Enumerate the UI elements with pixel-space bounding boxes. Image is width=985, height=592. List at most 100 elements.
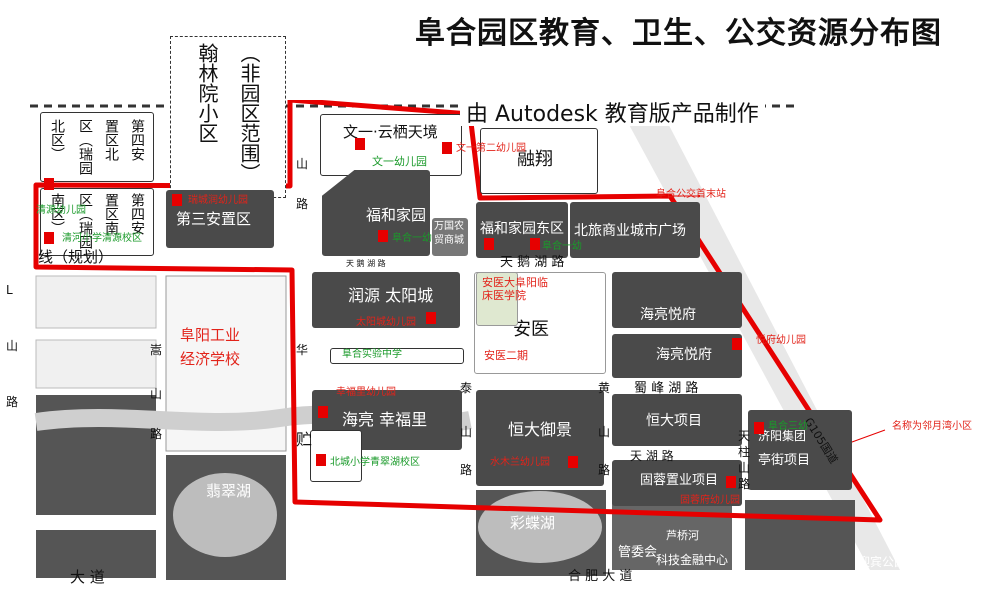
school-marker-jiadi	[754, 422, 764, 434]
hailiang-yuefu1-label: 海亮悦府	[640, 307, 696, 323]
school-label-gurong: 固蓉府幼儿园	[680, 495, 740, 506]
road-huangshan-3: 路	[598, 463, 611, 477]
road-dadao: 大 道	[70, 568, 105, 586]
anzhi-south-c1: 第四安	[129, 193, 145, 235]
school-label-qinghe-kg: 清源幼儿园	[36, 205, 86, 216]
anyi-sub-label: 安医大阜阳临床医学院	[482, 276, 548, 303]
watermark: 由 Autodesk 教育版产品制作	[460, 104, 765, 126]
road-tianhu: 天 湖 路	[630, 449, 674, 463]
hengda-block: 恒大御景	[476, 390, 604, 486]
road-left-l: L	[6, 283, 13, 297]
school-label-fuhe: 阜合一幼	[392, 233, 432, 244]
anyi-sub-block	[476, 272, 518, 326]
school-marker-wenyi2	[442, 142, 452, 154]
rongxiang-label: 融翔	[517, 149, 553, 170]
road-tianzhu-1: 天	[738, 429, 751, 443]
anyi-second-label: 安医二期	[484, 349, 528, 362]
block-yingbin	[745, 500, 855, 570]
road-hefei: 合 肥 大 道	[568, 569, 633, 584]
road-ji: 贮	[296, 430, 313, 449]
third-anzhi-label: 第三安置区	[176, 210, 252, 228]
anyi-label: 安医	[513, 319, 549, 340]
anzhi-north-c2: 置区北	[103, 119, 119, 161]
page-title: 阜合园区教育、卫生、公交资源分布图	[415, 16, 942, 51]
fuhe-block: 福和家园	[322, 170, 430, 256]
tingting-label: 亭街项目	[758, 453, 811, 468]
school-label-yuefu: 悦府幼儿园	[756, 335, 806, 346]
school-label-shuimu: 水木兰幼儿园	[490, 457, 550, 468]
fuhe-label: 福和家园	[366, 206, 427, 224]
fuhe-east-label: 福和家园东区	[480, 221, 564, 237]
beilv-label: 北旅商业城市广场	[574, 223, 686, 239]
road-taishan-1: 泰	[460, 381, 473, 395]
school-marker-runyuan	[172, 194, 182, 206]
hailiang-yuefu2-block: 海亮悦府	[612, 334, 742, 378]
road-songshan-2: 山	[150, 387, 163, 401]
wanguo-l2: 贸商城	[434, 235, 464, 246]
anzhi-north-c1: 第四安	[129, 119, 145, 161]
road-huangshan-2: 山	[598, 425, 611, 439]
wenyi-block: 文一·云栖天境	[320, 114, 462, 176]
road-huashan-0: 华	[296, 343, 309, 357]
road-huashan-1: 山	[296, 157, 309, 171]
feicui-label: 翡翠湖	[206, 482, 252, 500]
school-marker-yuefu	[732, 338, 742, 350]
beilv-block: 北旅商业城市广场	[570, 202, 700, 258]
school-marker-qinghe-primary	[44, 232, 54, 244]
gurong-label: 固蓉置业项目	[640, 473, 719, 488]
school-label-runyuan: 瑞城润幼儿园	[188, 195, 248, 206]
road-songshan-3: 路	[150, 427, 163, 441]
feicui-lake	[173, 473, 277, 557]
anzhi-north-block: 北区） 区（瑞园 置区北 第四安	[40, 112, 154, 182]
right-margin	[840, 108, 985, 592]
runyuan-label: 润源 太阳城	[348, 286, 434, 305]
school-marker-sunshine	[426, 312, 436, 324]
anzhi-south-c3: 区（瑞园	[77, 193, 93, 249]
school-label-beicheng: 北城小学青翠湖校区	[330, 457, 420, 468]
school-label-wenyi: 文一幼儿园	[372, 155, 427, 168]
road-tianzhu-4: 路	[738, 477, 751, 491]
school-marker-qinghe-kg	[44, 178, 54, 190]
school-label-fuhe-east: 阜合一幼	[542, 241, 582, 252]
yingbin-label: 迎宾公园	[858, 555, 907, 569]
school-label-sunshine: 太阳城幼儿园	[356, 317, 416, 328]
road-huashan-2: 路	[296, 197, 309, 211]
road-tianbo-small: 天 鹅 湖 路	[346, 259, 386, 268]
park-boundary	[33, 100, 883, 523]
bus-terminal-label: 阜合公交首末站	[656, 189, 726, 200]
rongxiang-block: 融翔	[480, 128, 598, 194]
road-tianzhu-2: 柱	[738, 445, 751, 459]
school-label-fuhe-middle: 阜合实验中学	[342, 349, 402, 360]
school-marker-fuhe-east	[484, 238, 494, 250]
fuhe-middle-box	[330, 348, 464, 364]
jiayang-label: 济阳集团	[758, 429, 807, 443]
wanguo-block: 万国农 贸商城	[432, 218, 468, 256]
vocational-l1: 阜阳工业	[180, 326, 241, 344]
hanlin-name: 翰林院小区	[195, 43, 219, 143]
school-marker-beicheng	[316, 454, 326, 466]
road-shufeng: 蜀 峰 湖 路	[634, 381, 699, 396]
school-marker-wenyi	[355, 138, 365, 150]
fuhe-east-block: 福和家园东区	[476, 202, 568, 258]
hailiang-yuefu2-label: 海亮悦府	[656, 347, 712, 363]
right-note-label: 名称为邻月湾小区	[892, 421, 972, 432]
anzhi-south-c4: 南区）	[49, 193, 65, 235]
anzhi-south-c2: 置区南	[103, 193, 119, 235]
block-left-1	[35, 275, 157, 329]
road-taishan-2: 山	[460, 425, 473, 439]
map-canvas: 翰林院小区 （非园区范围） 北区） 区（瑞园 置区北 第四安 南区） 区（瑞园 …	[0, 36, 985, 592]
planning-note: 线（规划）	[38, 248, 114, 266]
hengda-project-label: 恒大项目	[646, 413, 702, 429]
school-label-wenyi2: 文一第二幼儿园	[456, 143, 526, 154]
hengda-label: 恒大御景	[508, 420, 573, 439]
school-marker-fuhe	[378, 230, 388, 242]
anzhi-south-block: 南区） 区（瑞园 置区南 第四安	[40, 188, 154, 256]
hengda-project-block: 恒大项目	[612, 394, 742, 446]
caidie-label: 彩蝶湖	[510, 514, 556, 532]
tingting-block: 亭街项目 济阳集团	[748, 410, 852, 490]
gurong-block: 固蓉置业项目	[612, 460, 742, 506]
school-label-qinghe-primary: 清河小学清源校区	[62, 233, 142, 244]
road-left-lu: 路	[6, 395, 19, 409]
block-left-2	[35, 339, 157, 389]
